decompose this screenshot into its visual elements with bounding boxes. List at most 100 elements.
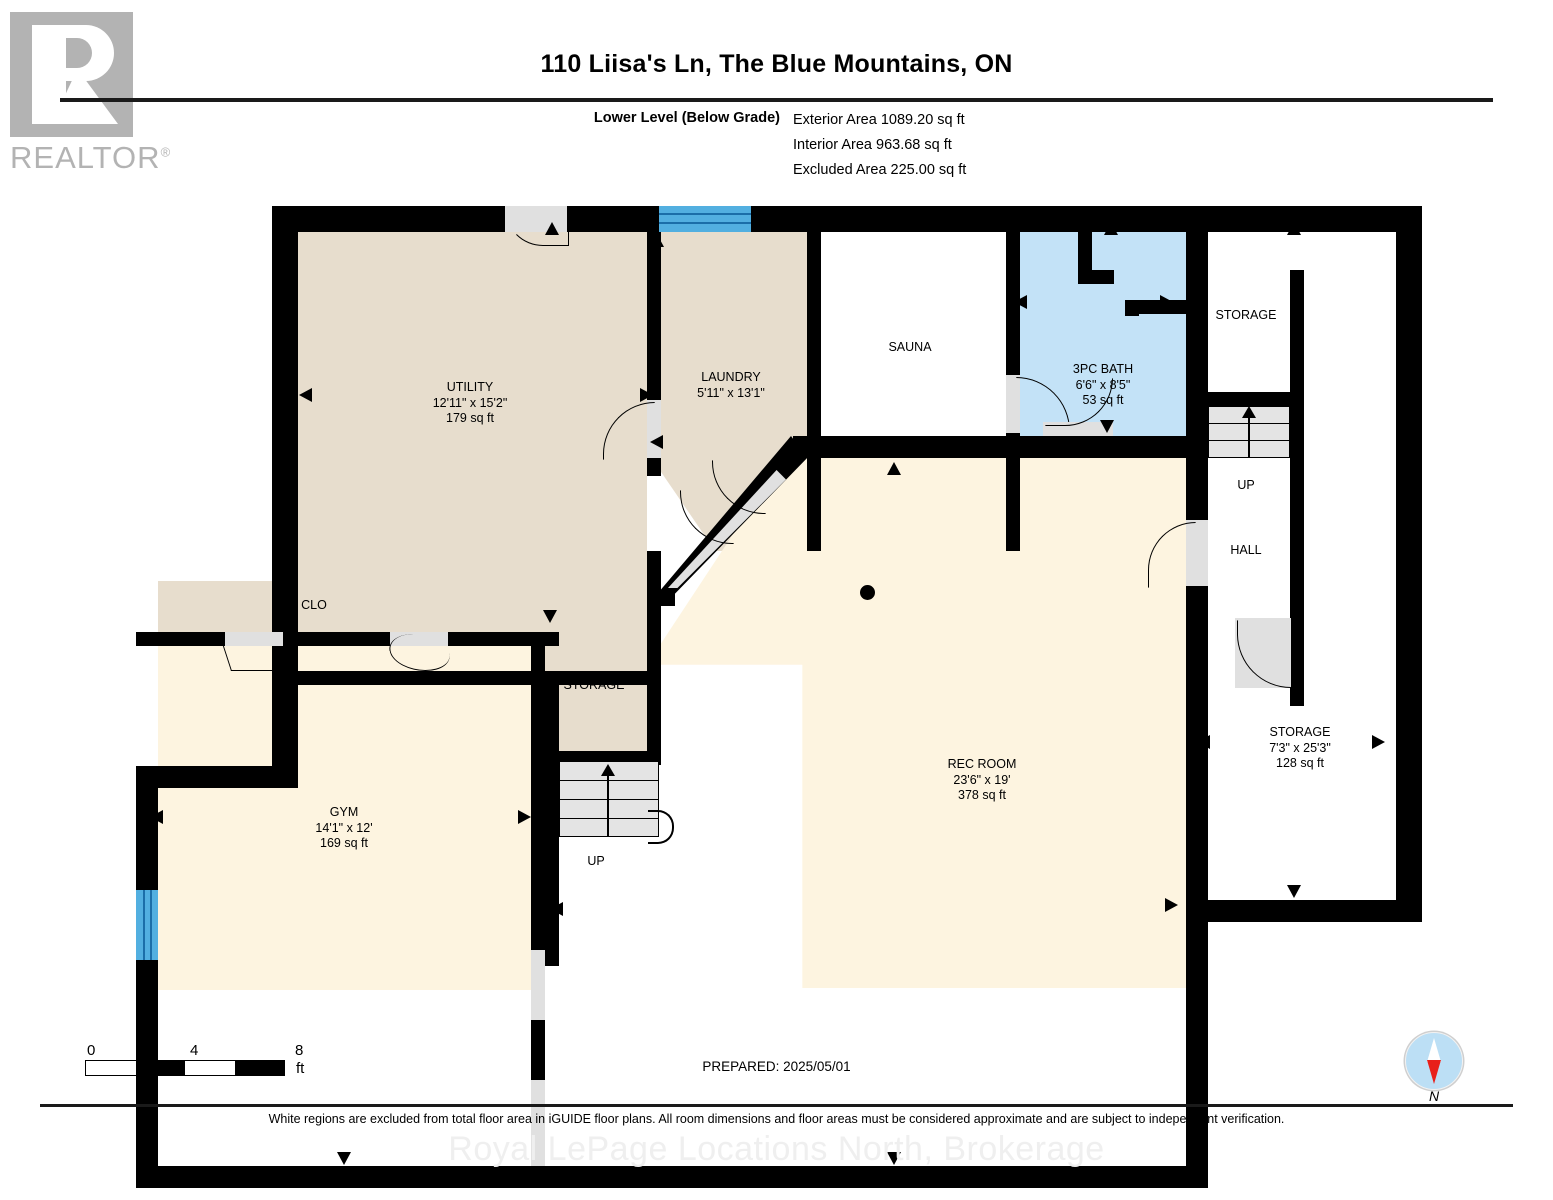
stair-rec-arrow-shaft: [607, 774, 609, 836]
wall-exterior-bottom: [136, 1166, 1208, 1188]
room-label-clo-name: CLO: [301, 598, 327, 612]
view-arrow-storage-right-top: [1287, 222, 1301, 235]
view-arrow-storage-right-bottom: [1287, 885, 1301, 898]
wall-clo-bottom: [136, 632, 559, 646]
disclaimer-text: White regions are excluded from total fl…: [268, 1112, 1285, 1126]
room-label-rec-room-area: 378 sq ft: [958, 788, 1006, 802]
door-gym-exit: [531, 1080, 545, 1166]
view-arrow-laundry-low: [650, 435, 663, 449]
room-fill-laundry: [659, 232, 807, 469]
room-label-storage-right: STORAGE 7'3" x 25'3" 128 sq ft: [1269, 725, 1331, 772]
view-arrow-gym-bottom: [337, 1152, 351, 1165]
room-fill-storage-right: [1205, 725, 1407, 900]
realtor-r-stem: [32, 25, 66, 124]
wall-utility-bottom: [287, 671, 661, 685]
view-arrow-gym-exit: [550, 902, 563, 916]
view-arrow-utility-top: [545, 222, 559, 235]
wall-exterior-top: [272, 206, 1422, 232]
room-fill-clo: [158, 581, 468, 632]
wall-storage-mid-right: [647, 551, 661, 765]
wall-laundry-sauna: [807, 206, 821, 551]
room-label-laundry-name: LAUNDRY: [701, 370, 761, 384]
wall-rec-diagonal-lower: [647, 590, 675, 606]
room-label-storage-upper-right-name: STORAGE: [1215, 308, 1277, 322]
wall-rec-top: [793, 436, 1193, 458]
room-label-stair-up-rec: UP: [587, 854, 604, 870]
view-arrow-laundry-top: [650, 234, 664, 247]
room-label-3pc-bath: 3PC BATH 6'6" x 8'5" 53 sq ft: [1073, 362, 1133, 409]
view-arrow-laundry-door: [640, 388, 653, 402]
door-swing-utility-top: [505, 208, 569, 246]
view-arrow-utility-left: [299, 388, 312, 402]
room-label-rec-room-dims: 23'6" x 19': [953, 772, 1011, 787]
view-arrow-gym-left: [150, 810, 163, 824]
view-arrow-gym-right: [518, 810, 531, 824]
view-arrow-storage-mid: [543, 610, 557, 623]
room-label-utility: UTILITY 12'11" x 15'2" 179 sq ft: [433, 380, 508, 427]
compass-icon: [1405, 1032, 1463, 1090]
room-label-gym-name: GYM: [329, 805, 359, 819]
scale-bar: [85, 1060, 285, 1076]
room-label-stair-up-hall: UP: [1237, 478, 1254, 494]
view-arrow-rec-top: [887, 462, 901, 475]
wall-exterior-right: [1396, 206, 1422, 922]
interior-area: Interior Area 963.68 sq ft: [793, 137, 952, 153]
stair-hall-arrow-shaft: [1248, 416, 1250, 458]
window-gym-left: [136, 890, 158, 960]
room-label-storage-right-area: 128 sq ft: [1276, 756, 1324, 770]
realtor-logo-square: [10, 12, 133, 137]
room-label-gym-dims: 14'1" x 12': [315, 820, 373, 835]
room-label-rec-room-name: REC ROOM: [947, 757, 1017, 771]
wall-bath-stub-h: [1078, 270, 1114, 284]
stair-rec-rail: [648, 810, 674, 844]
excluded-area: Excluded Area 225.00 sq ft: [793, 162, 967, 178]
room-label-laundry: LAUNDRY 5'11" x 13'1": [697, 370, 765, 401]
room-label-sauna-name: SAUNA: [888, 340, 932, 354]
realtor-wordmark-text: REALTOR: [10, 140, 161, 175]
room-label-laundry-dims: 5'11" x 13'1": [697, 385, 765, 400]
room-label-storage-mid-name: STORAGE: [563, 678, 625, 692]
view-arrow-storage-right-left: [1197, 735, 1210, 749]
room-label-storage-right-dims: 7'3" x 25'3": [1269, 740, 1331, 755]
scale-tick-4: 4: [190, 1042, 199, 1059]
wall-jog-horizontal: [136, 766, 298, 788]
stair-label-up-hall: UP: [1237, 478, 1255, 492]
stair-hall-arrow-head: [1242, 406, 1256, 418]
room-label-3pc-bath-name: 3PC BATH: [1072, 362, 1134, 376]
floor-plan: UTILITY 12'11" x 15'2" 179 sq ft LAUNDRY…: [0, 190, 1553, 1188]
scale-tick-8: 8: [295, 1042, 304, 1059]
scale-seg-4: [234, 1061, 284, 1075]
view-arrow-bath-bottom: [1100, 420, 1114, 433]
room-label-sauna: SAUNA: [888, 340, 931, 356]
title-divider: [60, 98, 1493, 102]
scale-tick-0: 0: [87, 1042, 96, 1059]
room-label-rec-room: REC ROOM 23'6" x 19' 378 sq ft: [948, 757, 1017, 804]
room-fill-gym: [158, 632, 544, 990]
room-label-utility-dims: 12'11" x 15'2": [432, 395, 508, 410]
compass-label: N: [1428, 1088, 1440, 1104]
wall-hall-divider: [1290, 270, 1304, 706]
realtor-r-bowl-inner: [66, 38, 92, 68]
room-label-storage-mid: STORAGE: [564, 678, 625, 694]
room-label-utility-area: 179 sq ft: [446, 411, 494, 425]
realtor-wordmark: REALTOR®: [10, 140, 171, 176]
footer-divider: [40, 1104, 1513, 1107]
stair-rec-arrow-head: [601, 764, 615, 776]
view-arrow-rec-bottom: [887, 1152, 901, 1165]
room-label-3pc-bath-dims: 6'6" x 8'5": [1075, 377, 1131, 392]
wall-hall-storage-sep: [1208, 392, 1290, 406]
room-label-3pc-bath-area: 53 sq ft: [1082, 393, 1124, 407]
room-label-hall: HALL: [1230, 543, 1261, 559]
wall-exterior-right-bottom: [1186, 900, 1422, 922]
scale-tick-labels: 0 4 8: [60, 1042, 320, 1060]
wall-storage-mid-left: [545, 671, 559, 966]
realtor-logo: REALTOR®: [10, 12, 180, 202]
wall-hall-left: [1186, 206, 1208, 446]
compass-needle-north: [1427, 1038, 1441, 1062]
door-gym-bottom: [531, 950, 545, 1020]
scale-unit: ft: [296, 1060, 305, 1077]
room-label-gym-area: 169 sq ft: [320, 836, 368, 850]
stair-label-up-rec: UP: [587, 854, 605, 868]
view-arrow-rec-right: [1165, 898, 1178, 912]
view-arrow-storage-right-right: [1372, 735, 1385, 749]
